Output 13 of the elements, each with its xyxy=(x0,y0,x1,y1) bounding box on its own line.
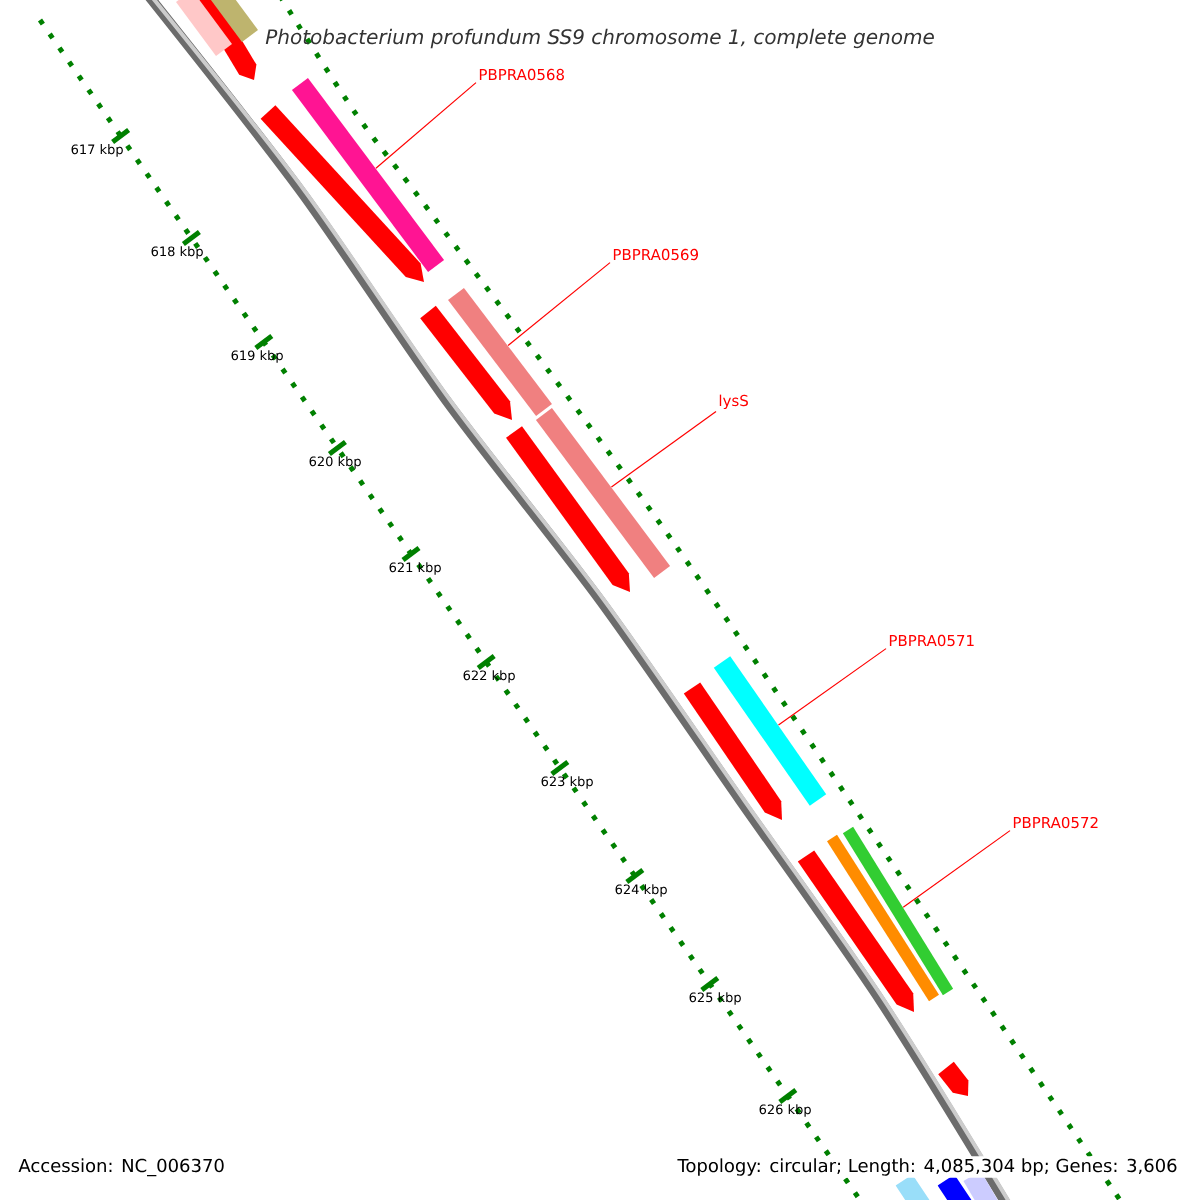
title: Photobacterium profundum SS9 chromosome 1, complete genome xyxy=(265,28,934,49)
leader-line xyxy=(507,262,611,347)
genome-info-text: Topology: circular; Length: 4,085,304 bp; Genes: 3,606 xyxy=(675,1156,1180,1178)
accession-text: Accession: NC_006370 xyxy=(18,1158,224,1177)
leader-line xyxy=(902,830,1011,908)
leader-line xyxy=(610,410,717,488)
leader-line xyxy=(777,648,887,726)
gene-bar xyxy=(291,78,445,272)
gene-bar xyxy=(535,408,671,578)
gene-bar xyxy=(842,826,954,996)
leader-line xyxy=(375,82,477,169)
gene-bar xyxy=(448,287,552,417)
gene-bar xyxy=(713,656,827,806)
